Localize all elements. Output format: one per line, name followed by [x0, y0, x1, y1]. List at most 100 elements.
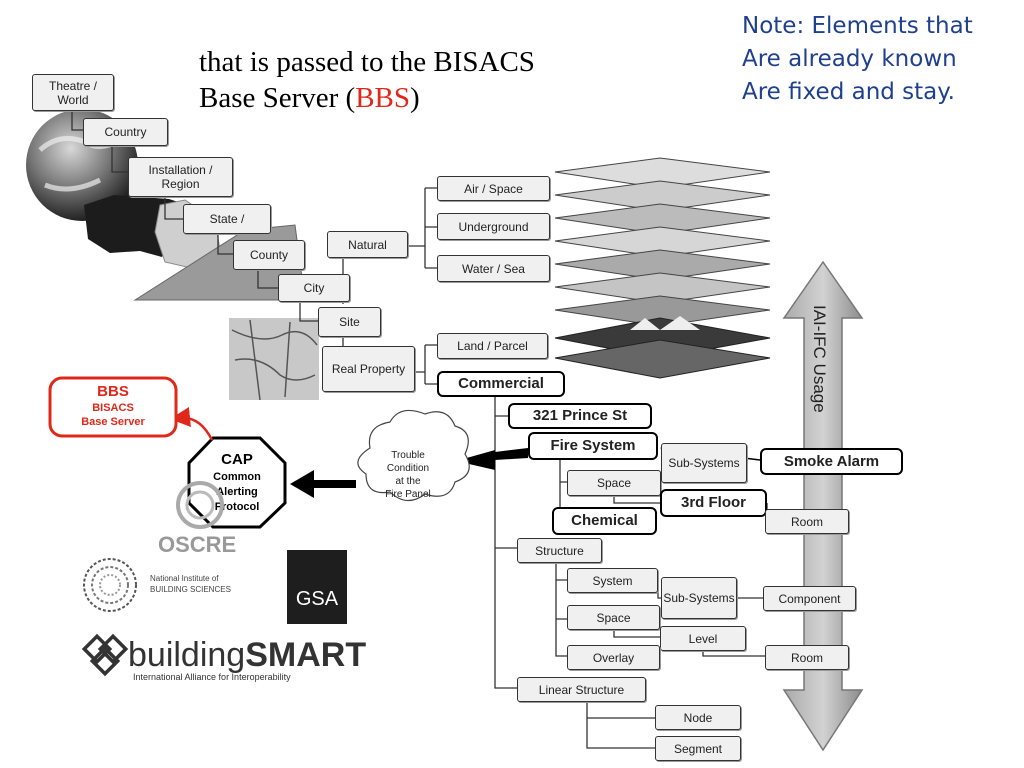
connector-linear-branches — [586, 702, 655, 749]
space-box-fire: Space — [567, 470, 661, 496]
system-box: System — [567, 568, 658, 593]
country-label: Country — [104, 125, 147, 139]
connector-country-installation — [111, 146, 128, 173]
heading-line-2-a: Base Server ( — [199, 82, 356, 114]
system-label: System — [592, 573, 633, 588]
heading-line-2-b: ) — [410, 82, 420, 114]
geo-connectors — [71, 110, 768, 749]
chemical-label: Chemical — [571, 512, 638, 529]
terrain-layer-3 — [554, 203, 771, 235]
terrain-layer-4 — [554, 226, 771, 258]
trouble-to-cap-arrow — [290, 470, 356, 498]
smoke-alarm-box: Smoke Alarm — [760, 448, 903, 475]
buildingsmart-logo-mark — [81, 633, 129, 677]
iai-ifc-usage-label: IAI-IFC Usage — [810, 305, 829, 413]
chemical-box: Chemical — [552, 507, 657, 535]
space-box-structure: Space — [567, 605, 660, 630]
commercial-label: Commercial — [458, 375, 544, 392]
air-space-label: Air / Space — [464, 181, 523, 196]
cap-to-bbs-arrow — [170, 407, 214, 441]
connector-commercial-trunk — [494, 396, 517, 689]
natural-box: Natural — [327, 231, 408, 258]
underground-label: Underground — [458, 219, 529, 234]
water-sea-box: Water / Sea — [437, 255, 550, 282]
connector-installation-state — [164, 198, 183, 220]
commercial-box: Commercial — [437, 371, 565, 397]
city-label: City — [303, 281, 325, 295]
third-floor-label: 3rd Floor — [680, 494, 746, 511]
subsystems-box-fire: Sub-Systems — [661, 443, 747, 483]
natural-label: Natural — [348, 237, 387, 252]
note-line-2: Are already known — [742, 46, 957, 72]
bbs-line-1: BBS — [97, 383, 129, 400]
fire-system-box: Fire System — [528, 432, 658, 460]
note-text: Note: Elements that Are already known Ar… — [742, 10, 973, 109]
buildingsmart-logo-text: buildingSMART — [128, 636, 366, 674]
prince-st-box: 321 Prince St — [508, 403, 652, 429]
real-property-label: Real Property — [331, 362, 406, 376]
heading-line-1: that is passed to the BISACS — [199, 46, 535, 78]
nibs-logo-mark — [83, 558, 137, 612]
room-fire-label: Room — [790, 514, 823, 529]
component-box: Component — [763, 586, 856, 611]
bbs-box — [48, 376, 178, 438]
connector-city-site — [299, 303, 318, 322]
level-box: Level — [660, 626, 746, 651]
real-property-box: Real Property — [322, 346, 415, 392]
county-label: County — [249, 248, 289, 262]
gsa-logo — [287, 550, 347, 624]
site-label: Site — [339, 315, 360, 329]
space-structure-label: Space — [596, 610, 631, 625]
land-parcel-label: Land / Parcel — [457, 339, 528, 353]
theatre-world-box: Theatre / World — [32, 74, 114, 111]
heading-text: that is passed to the BISACS Base Server… — [199, 44, 535, 116]
terrain-layer-1 — [554, 157, 771, 189]
structure-label: Structure — [535, 543, 584, 558]
connector-space-floor — [613, 496, 660, 504]
cap-line-2: Common — [213, 471, 261, 483]
overlay-label: Overlay — [592, 650, 635, 665]
connector-natural-children — [408, 187, 437, 269]
site-aerial-roads — [231, 319, 318, 401]
connector-realproperty-children — [415, 344, 437, 385]
installation-region-label: Installation / Region — [148, 163, 213, 191]
state-label: State / — [209, 212, 245, 226]
connector-level-room — [702, 650, 765, 657]
node-label: Node — [683, 710, 713, 725]
cap-line-1: CAP — [221, 451, 253, 468]
state-box: State / — [183, 204, 271, 234]
fire-system-label: Fire System — [550, 437, 636, 454]
terrain-layer-7 — [554, 295, 771, 327]
subsystems-fire-label: Sub-Systems — [668, 456, 740, 470]
gsa-logo-text: GSA — [296, 588, 339, 610]
connector-system-subsystems — [657, 580, 763, 599]
city-box: City — [278, 274, 350, 302]
site-box: Site — [318, 307, 381, 337]
terrain-layer-9 — [554, 339, 771, 379]
connector-theatre-country — [71, 110, 83, 131]
county-box: County — [233, 240, 305, 270]
bbs-line-2: BISACS — [92, 402, 134, 414]
bbs-text: BBS BISACS Base Server — [81, 383, 145, 428]
buildingsmart-text-a: building — [128, 636, 245, 674]
linear-structure-box: Linear Structure — [517, 677, 646, 702]
note-line-3: Are fixed and stay. — [742, 79, 955, 105]
nibs-logo-text-2: BUILDING SCIENCES — [150, 585, 231, 594]
trouble-line-4: Fire Panel — [385, 489, 431, 500]
buildingsmart-subtitle: International Alliance for Interoperabil… — [133, 672, 291, 682]
room-box-structure: Room — [765, 645, 849, 670]
country-box: Country — [83, 118, 168, 146]
land-parcel-box: Land / Parcel — [437, 333, 548, 359]
connector-county-city — [257, 270, 278, 289]
installation-region-box: Installation / Region — [128, 157, 233, 197]
linear-structure-label: Linear Structure — [538, 682, 625, 697]
connector-state-county — [217, 234, 233, 255]
underground-box: Underground — [437, 213, 550, 240]
cap-line-4: Protocol — [215, 501, 260, 513]
component-label: Component — [778, 591, 841, 606]
trouble-cloud-text: Trouble Condition at the Fire Panel — [385, 450, 431, 500]
trouble-line-2: Condition — [387, 463, 429, 474]
trouble-line-1: Trouble — [391, 450, 425, 461]
iai-ifc-usage-arrow — [782, 260, 864, 752]
heading-bbs-red: BBS — [355, 82, 411, 114]
